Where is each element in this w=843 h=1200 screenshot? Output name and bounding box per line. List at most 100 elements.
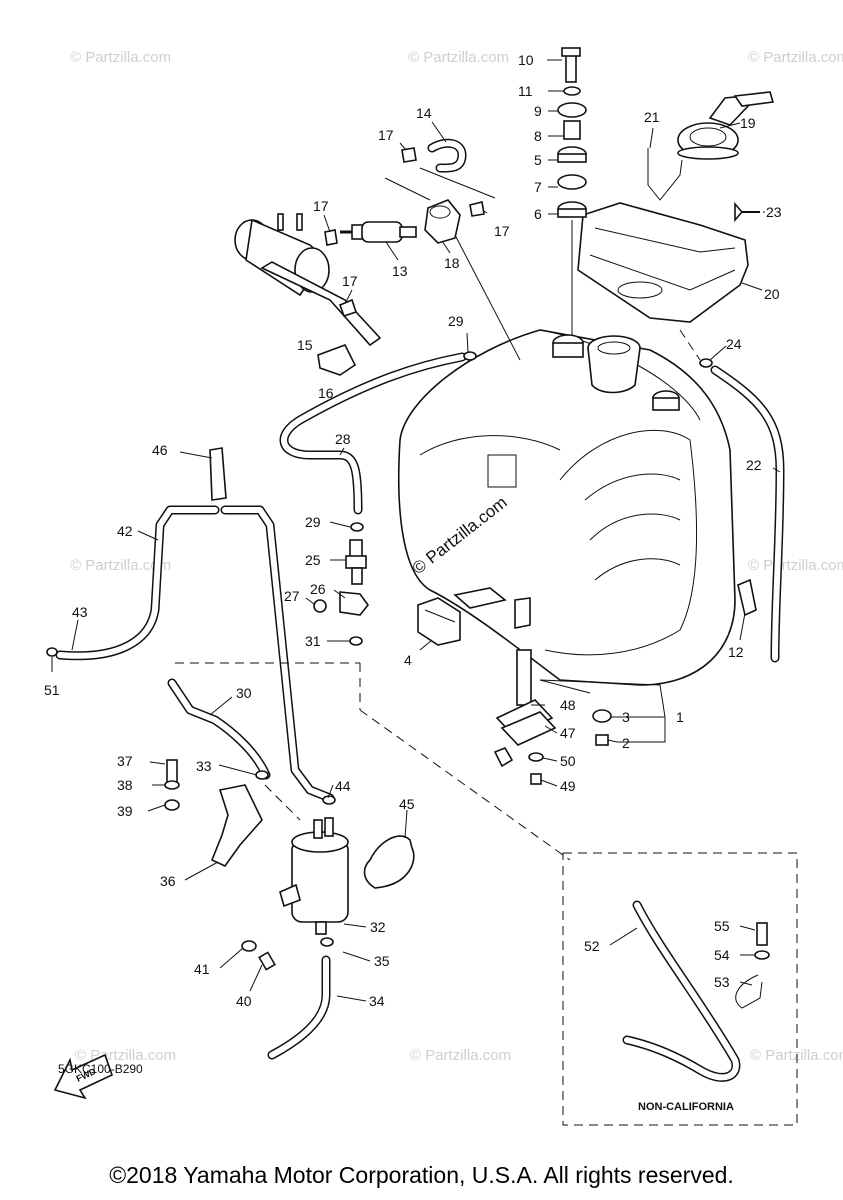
pump-bracket bbox=[164, 759, 276, 971]
fuel-cap bbox=[677, 91, 775, 160]
callout-31: 31 bbox=[305, 633, 321, 649]
callout-45: 45 bbox=[399, 796, 415, 812]
callout-18: 18 bbox=[444, 255, 460, 271]
fuel-pump bbox=[279, 817, 349, 935]
callout-35: 35 bbox=[374, 953, 390, 969]
watermark: © Partzilla.com bbox=[410, 1047, 511, 1064]
callout-labels: 10 11 9 8 5 7 6 14 17 17 17 17 13 18 19 … bbox=[44, 52, 782, 1009]
callout-39: 39 bbox=[117, 803, 133, 819]
watermark: © Partzilla.com bbox=[408, 49, 509, 66]
mount-stack bbox=[557, 47, 587, 218]
watermark: © Partzilla.com bbox=[70, 49, 171, 66]
callout-3: 3 bbox=[622, 709, 630, 725]
callout-12: 12 bbox=[728, 644, 744, 660]
callout-30: 30 bbox=[236, 685, 252, 701]
leader-lines bbox=[51, 59, 781, 1002]
watermark-layer: © Partzilla.com © Partzilla.com © Partzi… bbox=[70, 49, 843, 1064]
callout-20: 20 bbox=[764, 286, 780, 302]
callout-42: 42 bbox=[117, 523, 133, 539]
callout-34: 34 bbox=[369, 993, 385, 1009]
callout-40: 40 bbox=[236, 993, 252, 1009]
callout-52: 52 bbox=[584, 938, 600, 954]
hose bbox=[167, 678, 271, 780]
forward-arrow-icon: FWD bbox=[53, 1053, 113, 1100]
clamp bbox=[320, 937, 334, 947]
callout-29: 29 bbox=[448, 313, 464, 329]
damper bbox=[417, 597, 461, 646]
callout-43: 43 bbox=[72, 604, 88, 620]
callout-37: 37 bbox=[117, 753, 133, 769]
callout-16: 16 bbox=[318, 385, 334, 401]
callout-22: 22 bbox=[746, 457, 762, 473]
clip bbox=[324, 147, 485, 318]
fuel-sender bbox=[493, 649, 557, 785]
callout-1: 1 bbox=[676, 709, 684, 725]
callout-44: 44 bbox=[335, 778, 351, 794]
callout-8: 8 bbox=[534, 128, 542, 144]
valve bbox=[313, 539, 370, 616]
fuel-pipe bbox=[55, 505, 220, 661]
callout-19: 19 bbox=[740, 115, 756, 131]
callout-17: 17 bbox=[313, 198, 329, 214]
callout-55: 55 bbox=[714, 918, 730, 934]
callout-6: 6 bbox=[534, 206, 542, 222]
watermark: © Partzilla.com bbox=[748, 557, 843, 574]
watermark: © Partzilla.com bbox=[70, 557, 171, 574]
clamp bbox=[350, 522, 364, 532]
callout-38: 38 bbox=[117, 777, 133, 793]
non-california-box: NON-CALIFORNIA bbox=[562, 852, 798, 1126]
fuel-tank: © Partzilla.com bbox=[397, 329, 736, 686]
callout-14: 14 bbox=[416, 105, 432, 121]
callout-27: 27 bbox=[284, 588, 300, 604]
callout-36: 36 bbox=[160, 873, 176, 889]
callout-17: 17 bbox=[378, 127, 394, 143]
callout-28: 28 bbox=[335, 431, 351, 447]
callout-25: 25 bbox=[305, 552, 321, 568]
callout-46: 46 bbox=[152, 442, 168, 458]
callout-10: 10 bbox=[518, 52, 534, 68]
bolt bbox=[595, 734, 609, 746]
callout-47: 47 bbox=[560, 725, 576, 741]
bracket bbox=[737, 578, 757, 617]
grommet bbox=[592, 709, 612, 723]
callout-41: 41 bbox=[194, 961, 210, 977]
callout-2: 2 bbox=[622, 735, 630, 751]
screw bbox=[734, 201, 744, 223]
clamp bbox=[463, 351, 477, 361]
callout-50: 50 bbox=[560, 753, 576, 769]
callout-5: 5 bbox=[534, 152, 542, 168]
clamp bbox=[322, 795, 336, 805]
callout-24: 24 bbox=[726, 336, 742, 352]
callout-15: 15 bbox=[297, 337, 313, 353]
callout-9: 9 bbox=[534, 103, 542, 119]
non-california-label: NON-CALIFORNIA bbox=[638, 1101, 734, 1113]
copyright-notice: ©2018 Yamaha Motor Corporation, U.S.A. A… bbox=[109, 1162, 734, 1188]
callout-53: 53 bbox=[714, 974, 730, 990]
cable bbox=[647, 148, 683, 201]
callout-11: 11 bbox=[518, 83, 533, 99]
diagram-code: 5GKC100-B290 bbox=[58, 1062, 143, 1076]
callout-33: 33 bbox=[196, 758, 212, 774]
callout-51: 51 bbox=[44, 682, 60, 698]
callout-48: 48 bbox=[560, 697, 576, 713]
callout-32: 32 bbox=[370, 919, 386, 935]
fuel-tray bbox=[577, 202, 749, 323]
callout-4: 4 bbox=[404, 652, 412, 668]
callout-23: 23 bbox=[766, 204, 782, 220]
callout-29: 29 bbox=[305, 514, 321, 530]
clamp bbox=[699, 358, 713, 368]
canister bbox=[234, 213, 382, 376]
callout-21: 21 bbox=[644, 109, 660, 125]
callout-13: 13 bbox=[392, 263, 408, 279]
check-valve bbox=[424, 199, 461, 244]
callout-17: 17 bbox=[494, 223, 510, 239]
clamp bbox=[46, 647, 58, 657]
callout-49: 49 bbox=[560, 778, 576, 794]
bracket bbox=[209, 447, 227, 501]
inline-filter bbox=[340, 221, 417, 243]
clamp bbox=[255, 770, 269, 780]
callout-54: 54 bbox=[714, 947, 730, 963]
callout-7: 7 bbox=[534, 179, 542, 195]
clamp bbox=[349, 636, 363, 646]
